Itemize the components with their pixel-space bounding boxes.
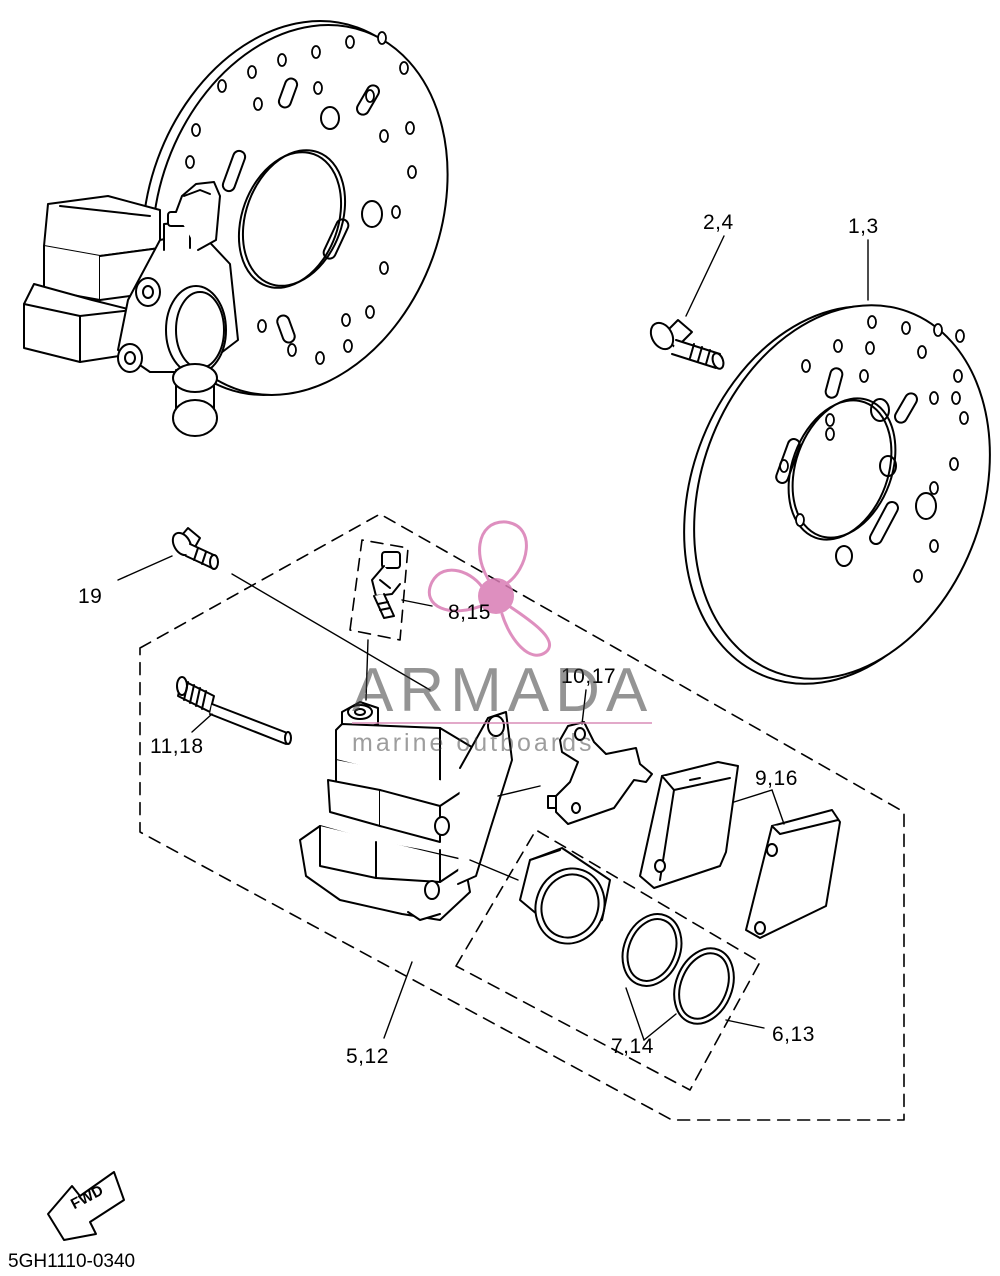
caliper-piston-part — [519, 847, 611, 945]
watermark-tagline: marine outboards — [352, 729, 595, 757]
forward-direction-arrow-icon — [47, 1171, 125, 1241]
assembled-brake-view — [23, 20, 449, 437]
caliper-pin-part — [176, 676, 292, 745]
caliper-bolt-part — [171, 527, 219, 570]
callout-caliper-bolt: 19 — [78, 585, 103, 608]
callout-dust-seal: 6,13 — [772, 1023, 815, 1046]
callout-caliper-body: 5,12 — [346, 1045, 389, 1068]
disc-bolt-part — [649, 319, 725, 370]
propeller-icon — [428, 520, 552, 657]
brake-disc-part — [683, 304, 991, 685]
bleed-screw-part — [371, 551, 401, 619]
piston-seal-part — [621, 913, 683, 987]
leader-lines — [117, 235, 869, 1041]
watermark-divider — [352, 722, 652, 724]
assembled-caliper-image — [23, 181, 239, 437]
assembly-group-outline — [139, 513, 905, 1121]
callout-brake-pad: 9,16 — [755, 767, 798, 790]
callout-disc: 1,3 — [848, 215, 879, 238]
watermark-name: ARMADA — [352, 656, 654, 725]
callout-caliper-pin: 11,18 — [150, 735, 204, 758]
callout-pad-spring: 10,17 — [561, 665, 617, 688]
dust-seal-part — [673, 947, 735, 1025]
callout-bleed-screw: 8,15 — [448, 601, 491, 624]
callout-disc-bolt: 2,4 — [703, 211, 734, 234]
pad-spring-part — [547, 721, 653, 825]
brake-pad-part — [639, 761, 841, 939]
callout-piston-seal: 7,14 — [611, 1035, 654, 1058]
caliper-body-part — [299, 701, 513, 921]
diagram-code: 5GH1110-0340 — [8, 1251, 136, 1272]
